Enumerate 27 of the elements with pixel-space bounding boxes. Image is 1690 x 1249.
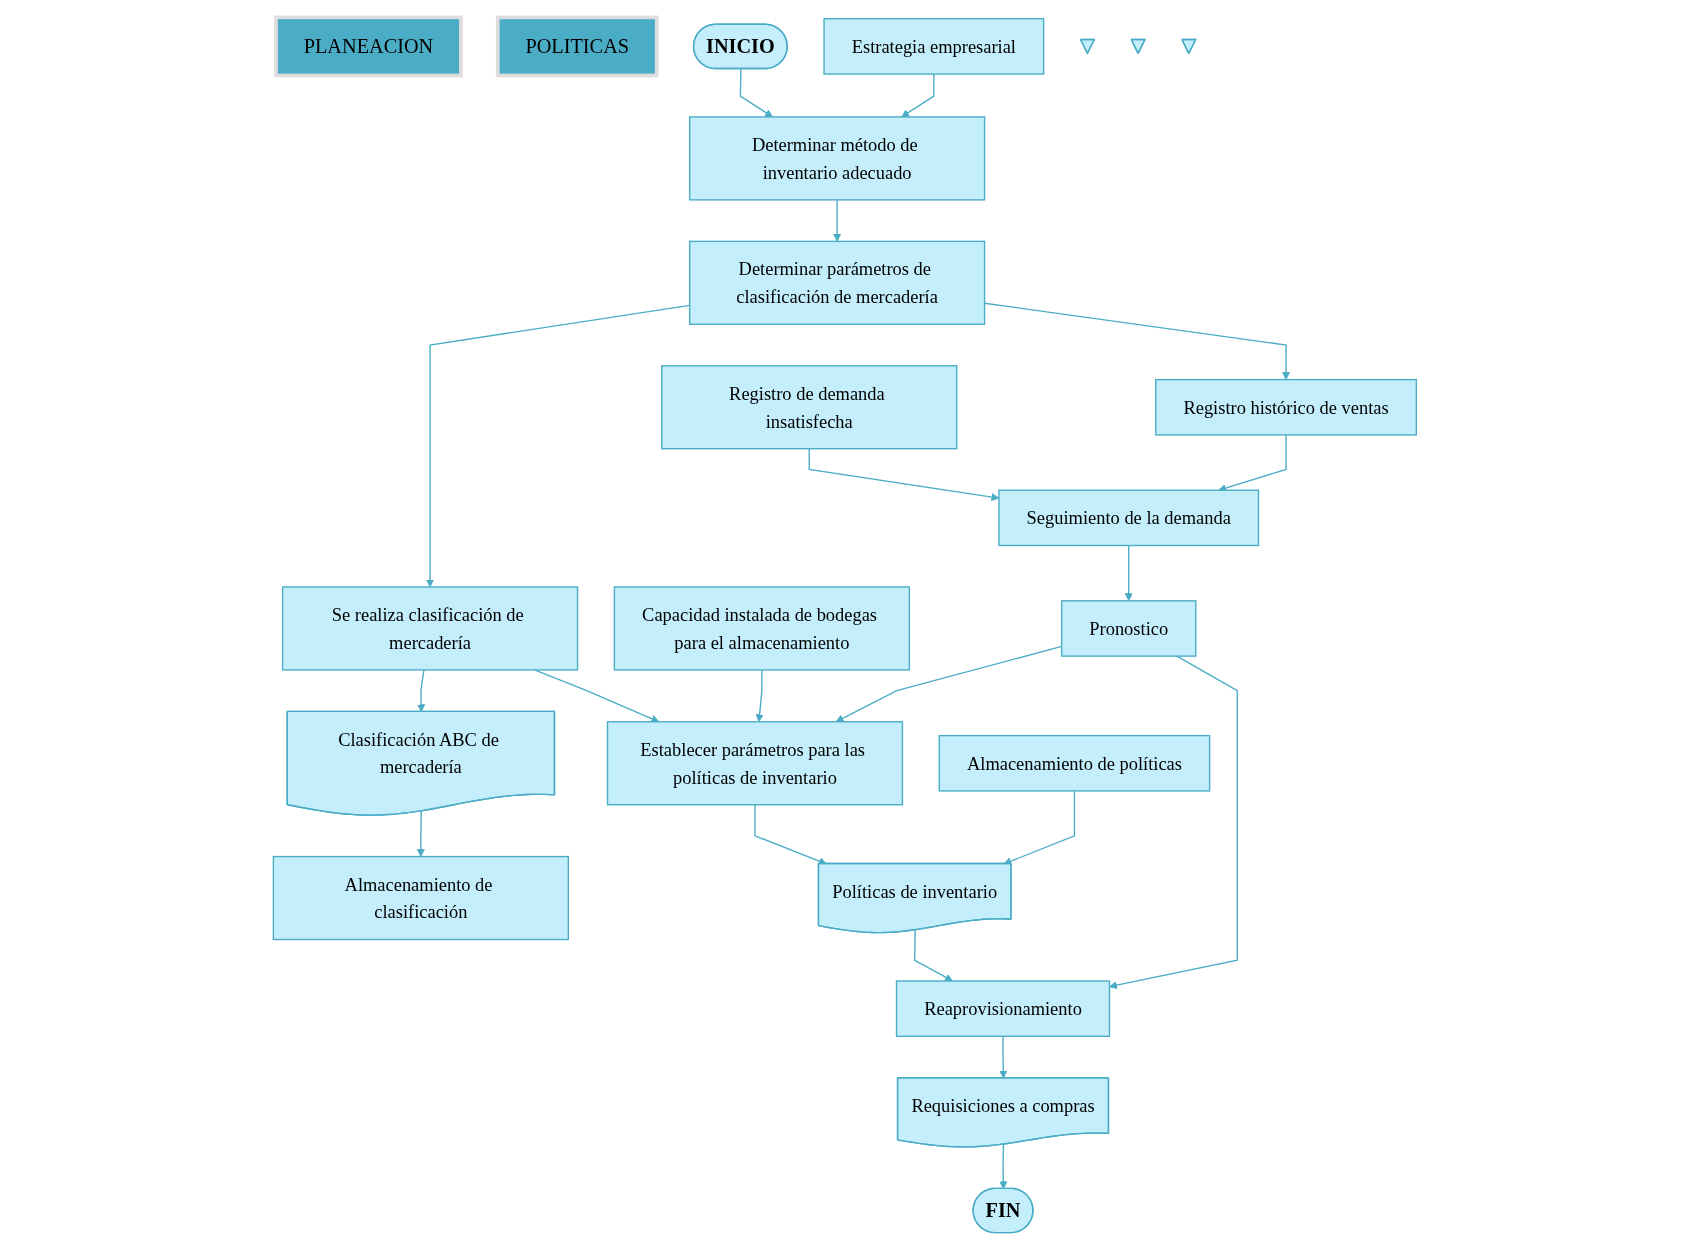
node-box: Estrategia empresarial xyxy=(823,17,1045,75)
node-box: Registro de demanda insatisfecha xyxy=(661,364,958,449)
arrow xyxy=(999,1143,1008,1189)
node-box: Determinar parámetros de clasificación de mercadería xyxy=(689,240,986,325)
arrow xyxy=(914,929,954,981)
arrow xyxy=(833,198,842,242)
arrow xyxy=(901,72,935,117)
arrow xyxy=(984,302,1291,380)
node-box: Establecer parámetros para las políticas de inventario xyxy=(606,720,904,805)
arrow xyxy=(808,447,1000,501)
node-box: POLITICAS xyxy=(496,15,659,77)
arrow xyxy=(1003,789,1076,865)
node-box: Seguimiento de la demanda xyxy=(998,489,1260,546)
node-box: Determinar método de inventario adecuado xyxy=(689,115,986,201)
node-box: PLANEACION xyxy=(274,15,463,77)
node-box: Almacenamiento de clasificación xyxy=(272,855,570,940)
arrow xyxy=(1109,654,1239,989)
node-box: Capacidad instalada de bodegas para el almacenamiento xyxy=(613,585,911,671)
arrow xyxy=(1124,544,1133,601)
arrow xyxy=(416,810,426,857)
node-box: Se realiza clasificación de mercadería xyxy=(282,585,579,671)
node-box: Registro histórico de ventas xyxy=(1155,378,1418,436)
node-box: Almacenamiento de políticas xyxy=(938,734,1211,792)
node-box: Pronostico xyxy=(1061,599,1197,657)
arrow xyxy=(739,67,774,117)
arrow xyxy=(755,668,764,722)
node-box: Reaprovisionamiento xyxy=(895,979,1111,1037)
